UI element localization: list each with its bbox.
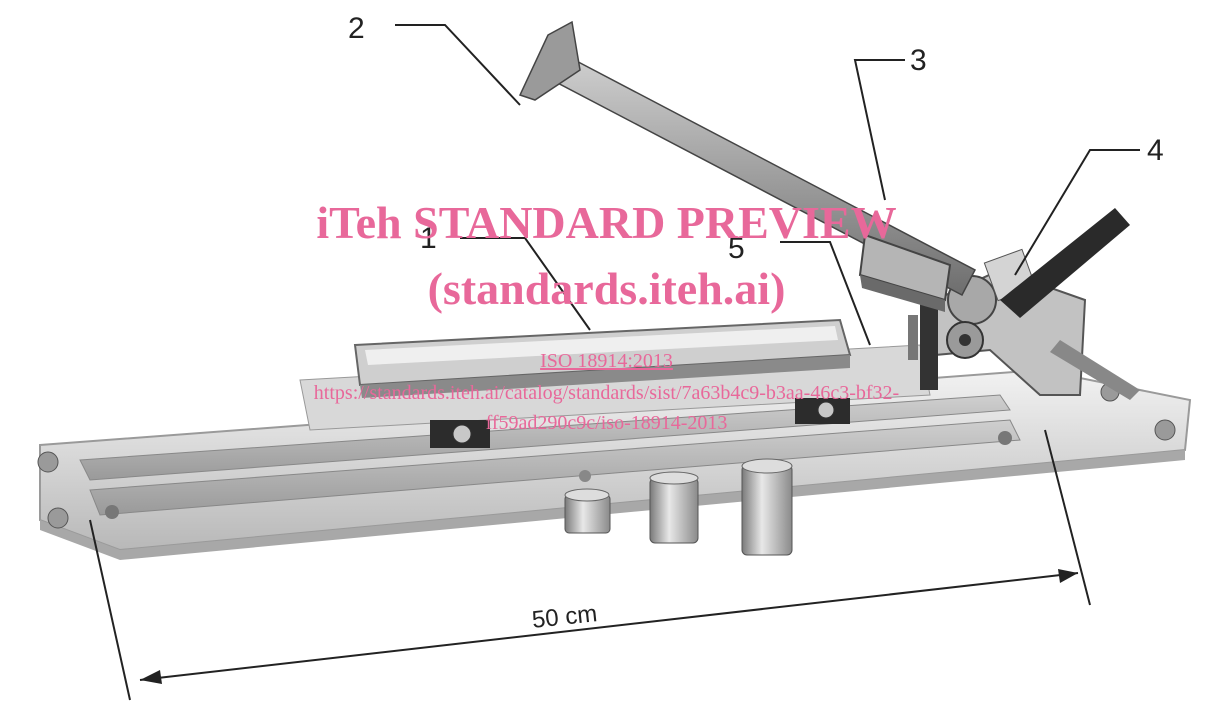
watermark-url-line2[interactable]: ff59ad290c9c/iso-18914-2013 <box>485 412 728 434</box>
pivot-mechanism <box>908 248 1087 396</box>
watermark-url-line1[interactable]: https://standards.iteh.ai/catalog/standa… <box>313 382 900 404</box>
callout-4: 4 <box>1147 134 1164 167</box>
watermark-title: iTeh STANDARD PREVIEW <box>316 197 897 248</box>
loose-weights <box>564 458 793 556</box>
watermark-subtitle: (standards.iteh.ai) <box>427 263 786 314</box>
callout-leaders <box>395 24 1140 346</box>
callout-2: 2 <box>348 12 365 45</box>
callout-5: 5 <box>728 232 745 265</box>
watermark-iso-link[interactable]: ISO 18914:2013 <box>540 350 673 372</box>
callout-3: 3 <box>910 44 927 77</box>
leveling-feet <box>37 382 1176 529</box>
specimen-tray <box>353 318 852 398</box>
handle-lever <box>1000 208 1140 400</box>
arm-weight-block <box>858 233 952 312</box>
loading-arm <box>518 20 977 297</box>
dimension-line <box>89 429 1091 701</box>
callout-1: 1 <box>420 222 437 255</box>
carriage-blocks <box>430 398 850 448</box>
